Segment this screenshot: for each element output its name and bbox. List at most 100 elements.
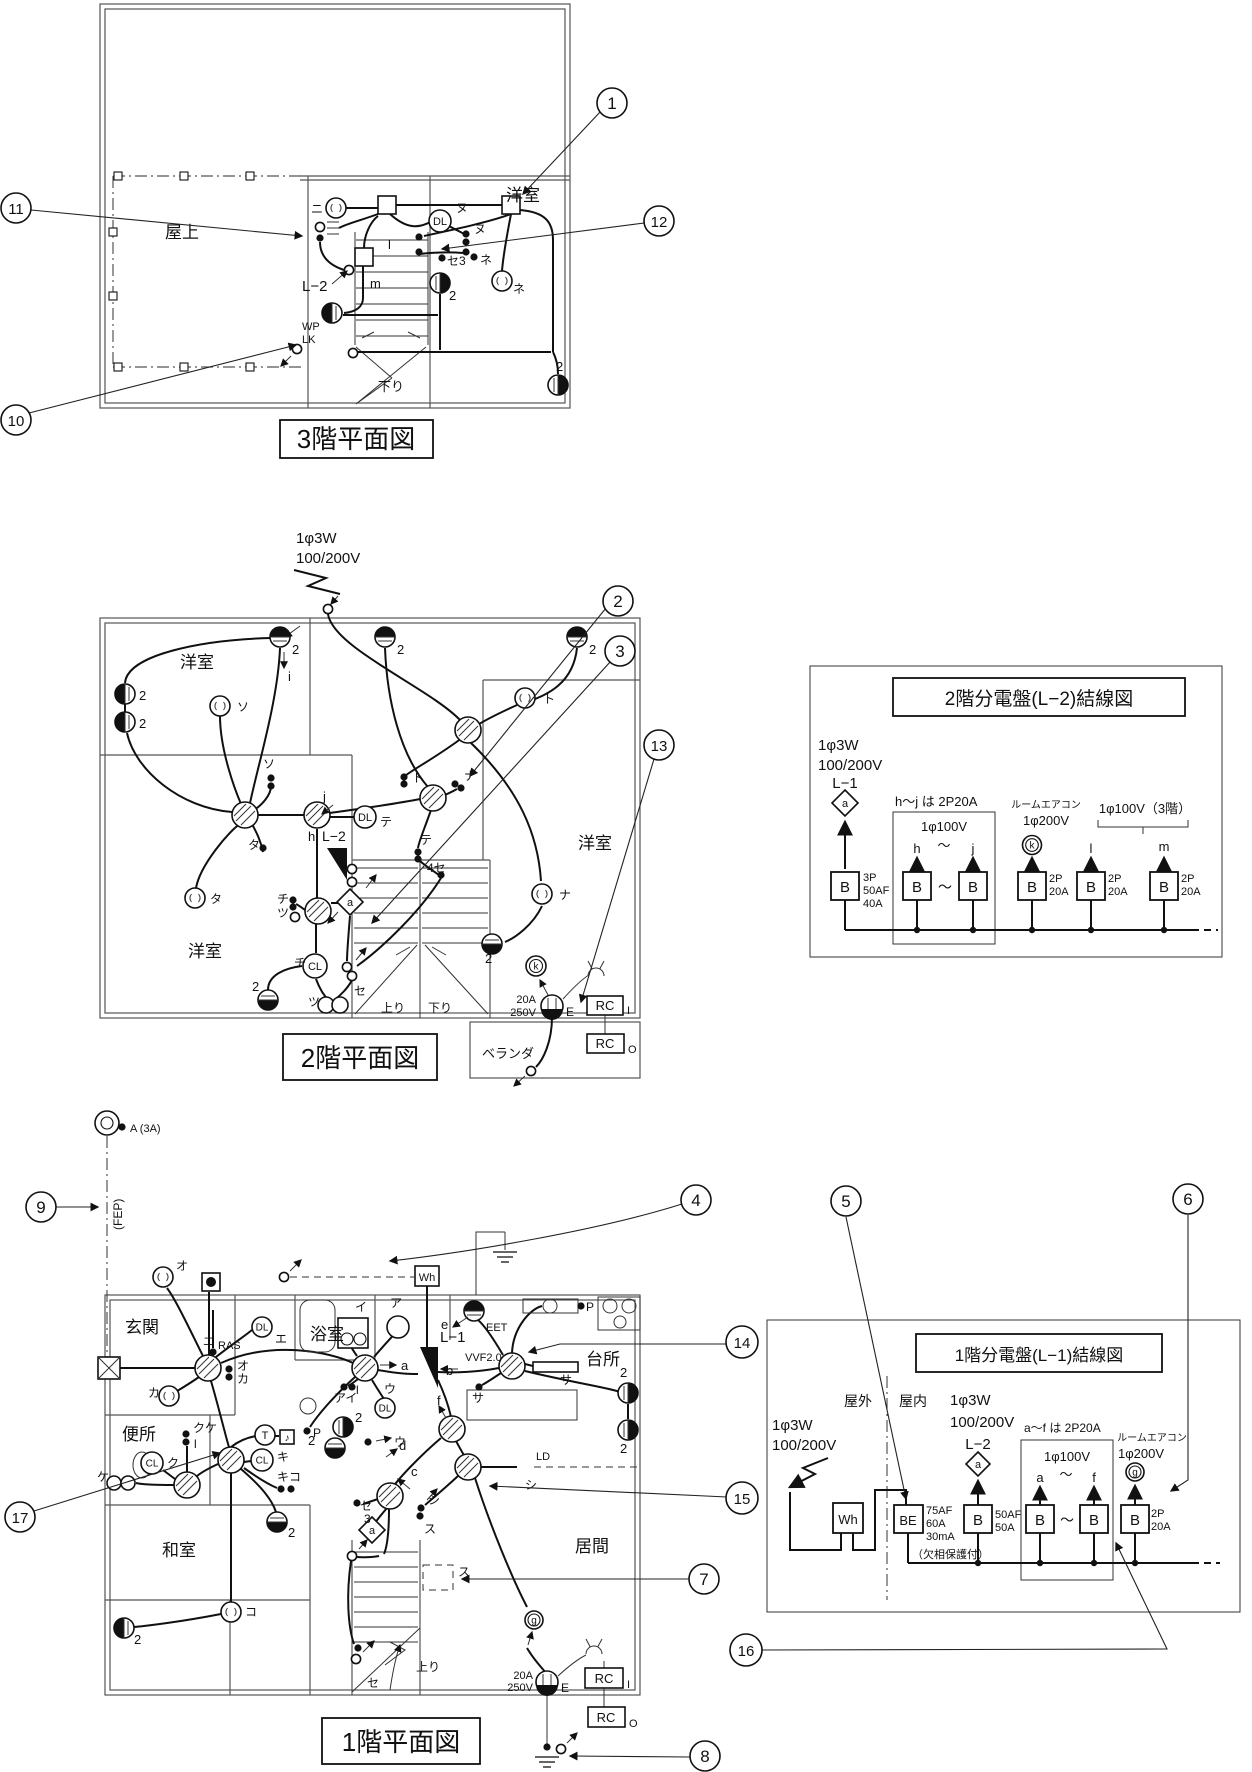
b2-200v: 1φ200V (1023, 813, 1069, 828)
room-label: 洋室 (180, 653, 214, 672)
floor3-walls (99, 3, 571, 409)
board-l2-title: 2階分電盤(L−2)結線図 (945, 688, 1133, 710)
b1-g-2p: 2P (1151, 1508, 1164, 1520)
label-kuke: クケ (193, 1421, 217, 1435)
label-4se: 4セ (427, 861, 446, 875)
label-chi: チ (277, 892, 289, 906)
t-label: T (262, 1430, 269, 1442)
label-c: c (411, 1464, 418, 1479)
b2-k-connector: k (1021, 834, 1043, 856)
downlight-icon: DL (374, 1397, 396, 1419)
b1-supply2: 100/200V (772, 1437, 836, 1454)
a3a-label: A (3A) (130, 1123, 161, 1135)
label-l: l (356, 1383, 359, 1397)
aircon-outlet-k-icon: k (525, 955, 547, 977)
label-e: E (566, 1005, 574, 1019)
switch-a-diamond: a (357, 1515, 387, 1545)
fluorescent-sa-icon (532, 1361, 579, 1373)
label-sa: サ (560, 1373, 572, 1387)
board-l1-title: 1階分電盤(L−1)結線図 (955, 1346, 1124, 1365)
callout-16-num: 16 (738, 1643, 755, 1660)
downlight-label: DL (358, 812, 372, 824)
downlight-icon: DL (251, 1316, 273, 1338)
cl-light-icon: CL (250, 1448, 274, 1472)
rc-outdoor-box (586, 1033, 625, 1054)
room-label: 洋室 (188, 942, 222, 961)
label-panel-l2: L−2 (302, 278, 327, 295)
label-l: l (388, 237, 391, 252)
breaker-b: B (840, 879, 850, 896)
breaker-b: B (1086, 879, 1096, 896)
b2-m: m (1159, 839, 1170, 854)
b1-200v: 1φ200V (1118, 1446, 1164, 1461)
callout-13-num: 13 (651, 738, 668, 755)
b1-aircon: ルームエアコン (1117, 1432, 1187, 1444)
label-ke: ケ (97, 1470, 109, 1484)
b2-l1-label: L−1 (832, 775, 857, 792)
junction-box-icon (231, 801, 259, 829)
floor2-wiring (124, 613, 606, 1068)
stairs-up-label: 上り (416, 1660, 440, 1674)
label-p: P (586, 1300, 594, 1314)
b2-main-3p: 3P (863, 872, 876, 884)
label-kiko: キコ (277, 1470, 301, 1484)
b1-outdoor: 屋外 (844, 1393, 872, 1409)
breaker-b: B (1089, 1512, 1099, 1529)
floor1-title: 1階平面図 (321, 1717, 481, 1765)
label-su: ス (424, 1522, 436, 1536)
label-se: セ (367, 1676, 379, 1690)
callout-9-num: 9 (36, 1198, 45, 1217)
b2-h: h (913, 841, 920, 856)
callout-3-num: 3 (615, 642, 624, 661)
floor1-plan: A (3A) (FEP) Wh (94, 1110, 641, 1768)
label-20a: 20A (516, 994, 536, 1006)
label-h: h (308, 829, 315, 844)
label-o: オ (176, 1259, 188, 1273)
junction-box-icon (419, 784, 447, 812)
label-m: m (370, 276, 381, 291)
callout-8-num: 8 (700, 1747, 709, 1766)
callout-7-num: 7 (699, 1570, 708, 1589)
label-e-kana: エ (203, 1336, 214, 1348)
callout-2: 2 (602, 585, 634, 617)
label-ni: ニ (311, 202, 323, 216)
breaker-b: B (1035, 1512, 1045, 1529)
label-u: ウ (384, 1382, 396, 1396)
floor1-title-text: 1階平面図 (342, 1727, 460, 1757)
b1-30ma: 30mA (926, 1531, 955, 1543)
callout-17-num: 17 (12, 1510, 29, 1527)
floor1-symbols: DL DL CL CL T ♪ a (106, 1266, 639, 1768)
switch-a-diamond: a (335, 887, 365, 917)
label-na: ナ (559, 888, 571, 902)
label-o: オ (237, 1359, 249, 1373)
callout-16: 16 (729, 1633, 763, 1667)
outlet-20a-250v-icon (535, 1670, 559, 1697)
room-label-toilet: 便所 (122, 1425, 156, 1444)
callout-3: 3 (604, 635, 636, 667)
b1-50a: 50A (995, 1522, 1015, 1534)
ceiling-lamp-so-icon (209, 695, 231, 717)
plug-icon (587, 960, 605, 977)
rc-label: RC (595, 1671, 614, 1686)
board-l1: 1階分電盤(L−1)結線図 屋外 屋内 1φ3W 100/200V Wh BE … (766, 1319, 1241, 1613)
b2-100v: 1φ100V (921, 819, 967, 834)
label-2: 2 (589, 642, 596, 657)
b2-supply2: 100/200V (818, 757, 882, 774)
room-label-western: 洋室 (506, 186, 540, 205)
floor3-title: 3階平面図 (279, 419, 434, 459)
label-su: ス (458, 1565, 470, 1579)
b1-phase-note: （欠相保護付） (912, 1547, 989, 1561)
label-tsu: ツ (277, 906, 289, 920)
callout-12: 12 (643, 205, 675, 237)
b1-l2-label: L−2 (965, 1436, 990, 1453)
dl-label: DL (256, 1323, 269, 1334)
callout-4-num: 4 (691, 1191, 700, 1210)
ceiling-lamp-ni-icon (325, 197, 347, 219)
callout-9: 9 (25, 1191, 57, 1223)
label-te: テ (420, 833, 432, 847)
b2-diamond-a: a (830, 788, 860, 818)
label-ka: カ (148, 1386, 160, 1400)
b2-100v-3f: 1φ100V（3階） (1099, 801, 1191, 816)
label-d: d (399, 1438, 406, 1453)
floor3-title-text: 3階平面図 (297, 424, 415, 454)
